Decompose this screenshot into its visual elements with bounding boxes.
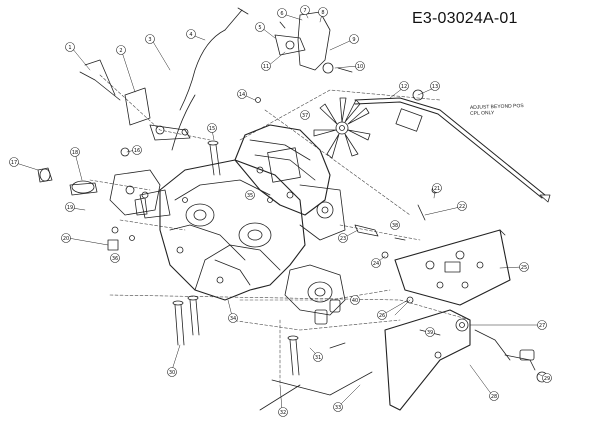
svg-text:18: 18 (72, 150, 78, 156)
svg-text:35: 35 (247, 193, 253, 199)
callout: 16 (132, 145, 142, 155)
svg-text:16: 16 (134, 148, 140, 154)
svg-text:30: 30 (169, 370, 175, 376)
callout: 20 (61, 233, 71, 243)
callout: 33 (333, 402, 343, 412)
assembly-guide-lines (89, 74, 471, 386)
callout: 30 (167, 367, 177, 377)
callout: 25 (519, 262, 529, 272)
svg-text:2: 2 (119, 48, 122, 54)
svg-text:5: 5 (258, 25, 261, 31)
svg-text:10: 10 (357, 64, 363, 70)
axle-hub (284, 264, 346, 325)
callout: 2 (116, 45, 126, 55)
callout: 18 (70, 147, 80, 157)
callout: 37 (300, 110, 310, 120)
callout: 12 (399, 81, 409, 91)
callout: 31 (313, 352, 323, 362)
callout: 22 (457, 201, 467, 211)
callout: 36 (110, 253, 120, 263)
hydro-pump-unit (207, 124, 346, 241)
svg-text:9: 9 (352, 37, 355, 43)
svg-text:1: 1 (68, 45, 71, 51)
callout: 28 (489, 391, 499, 401)
callout: 10 (355, 61, 365, 71)
svg-text:15: 15 (209, 126, 215, 132)
svg-text:6: 6 (280, 11, 283, 17)
callout: 38 (390, 220, 400, 230)
callout: 24 (371, 258, 381, 268)
svg-text:37: 37 (302, 113, 308, 119)
control-cable-bracket (79, 7, 249, 151)
callout: 1 (65, 42, 75, 52)
svg-text:39: 39 (427, 330, 433, 336)
callout: 39 (425, 327, 435, 337)
callout: 27 (537, 320, 547, 330)
control-arm-linkage (274, 11, 353, 74)
svg-text:7: 7 (303, 8, 306, 14)
svg-text:12: 12 (401, 84, 407, 90)
transaxle-housing (134, 159, 306, 301)
svg-text:36: 36 (112, 256, 118, 262)
callout: 29 (542, 373, 552, 383)
svg-text:34: 34 (230, 316, 236, 322)
svg-text:31: 31 (315, 355, 321, 361)
svg-text:38: 38 (392, 223, 398, 229)
callout: 21 (432, 183, 442, 193)
cooling-fan (313, 97, 371, 159)
callout: 11 (261, 61, 271, 71)
callout: 19 (65, 202, 75, 212)
svg-text:3: 3 (148, 37, 151, 43)
svg-text:13: 13 (432, 84, 438, 90)
mounting-bolts (120, 97, 439, 411)
svg-text:27: 27 (539, 323, 545, 329)
drawing-code: E3-03024A-01 (412, 10, 518, 27)
svg-text:20: 20 (63, 236, 69, 242)
callout: 4 (186, 29, 196, 39)
svg-text:40: 40 (352, 298, 358, 304)
callout: 9 (349, 34, 359, 44)
callout: 17 (9, 157, 19, 167)
callout: 3 (145, 34, 155, 44)
callout: 6 (277, 8, 287, 18)
svg-text:21: 21 (434, 186, 440, 192)
callout: 23 (338, 233, 348, 243)
callout: 5 (255, 22, 265, 32)
svg-text:14: 14 (239, 92, 245, 98)
svg-text:11: 11 (263, 64, 269, 70)
svg-text:25: 25 (521, 265, 527, 271)
valve-block (37, 167, 161, 251)
callout: 35 (245, 190, 255, 200)
svg-text:28: 28 (491, 394, 497, 400)
callout: 34 (228, 313, 238, 323)
svg-text:19: 19 (67, 205, 73, 211)
bypass-rod (354, 89, 551, 203)
svg-text:8: 8 (321, 10, 324, 16)
svg-text:26: 26 (379, 313, 385, 319)
callout: 7 (300, 5, 310, 15)
adjustment-note: ADJUST BEYOND POS CPL ONLY (470, 103, 524, 117)
svg-text:23: 23 (340, 236, 346, 242)
callout: 40 (350, 295, 360, 305)
svg-text:33: 33 (335, 405, 341, 411)
callout: 32 (278, 407, 288, 417)
svg-text:4: 4 (189, 32, 192, 38)
frame-mount-plate (394, 229, 511, 306)
svg-text:29: 29 (544, 376, 550, 382)
leader-lines (15, 11, 546, 411)
svg-text:22: 22 (459, 204, 465, 210)
svg-text:17: 17 (11, 160, 17, 166)
callout: 13 (430, 81, 440, 91)
callout: 15 (207, 123, 217, 133)
svg-text:32: 32 (280, 410, 286, 416)
callout: 8 (318, 7, 328, 17)
svg-text:24: 24 (373, 261, 379, 267)
callout-markers: 1 2 3 4 5 6 7 8 9 10 11 12 13 14 15 16 1… (9, 5, 552, 417)
callout: 14 (237, 89, 247, 99)
callout: 26 (377, 310, 387, 320)
